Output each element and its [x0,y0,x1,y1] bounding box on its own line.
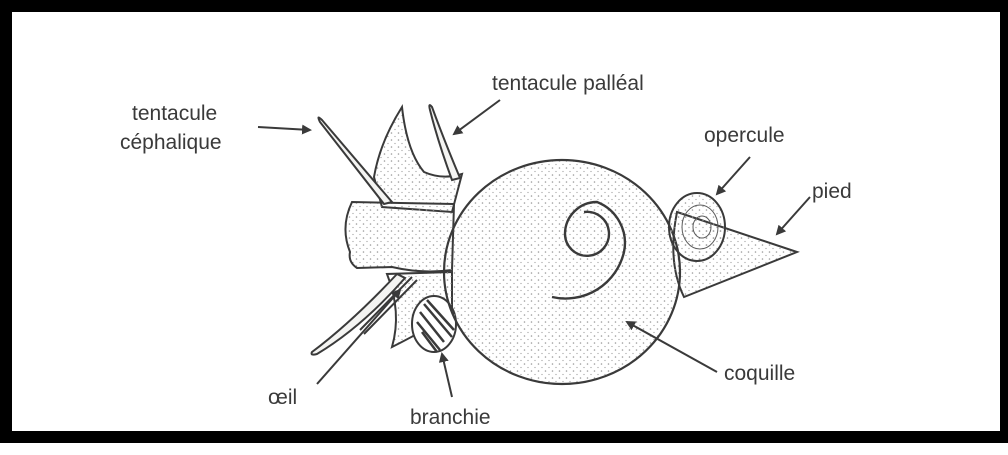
label-tentacule-cephalique-line2: céphalique [120,131,222,154]
snail-diagram: tentacule céphalique tentacule palléal o… [12,12,1008,455]
head-shape [345,202,454,271]
label-oeil: œil [268,386,297,409]
label-branchie: branchie [410,406,491,429]
label-tentacule-cephalique-line1: tentacule [132,102,217,125]
arrow-pied [777,197,810,234]
operculum-shape [669,193,725,261]
label-tentacule-palleal: tentacule palléal [492,72,644,95]
label-opercule: opercule [704,124,785,147]
shell-shape [444,160,680,384]
arrow-branchie [442,354,452,397]
label-pied: pied [812,180,852,203]
arrow-opercule [717,157,750,194]
arrow-tentacule-cephalique [258,127,310,130]
cephalic-tentacle-lower [312,274,405,355]
diagram-frame: tentacule céphalique tentacule palléal o… [0,0,1008,443]
arrow-tentacule-palleal [454,100,500,134]
pallial-tentacle [429,105,460,180]
label-coquille: coquille [724,362,795,385]
